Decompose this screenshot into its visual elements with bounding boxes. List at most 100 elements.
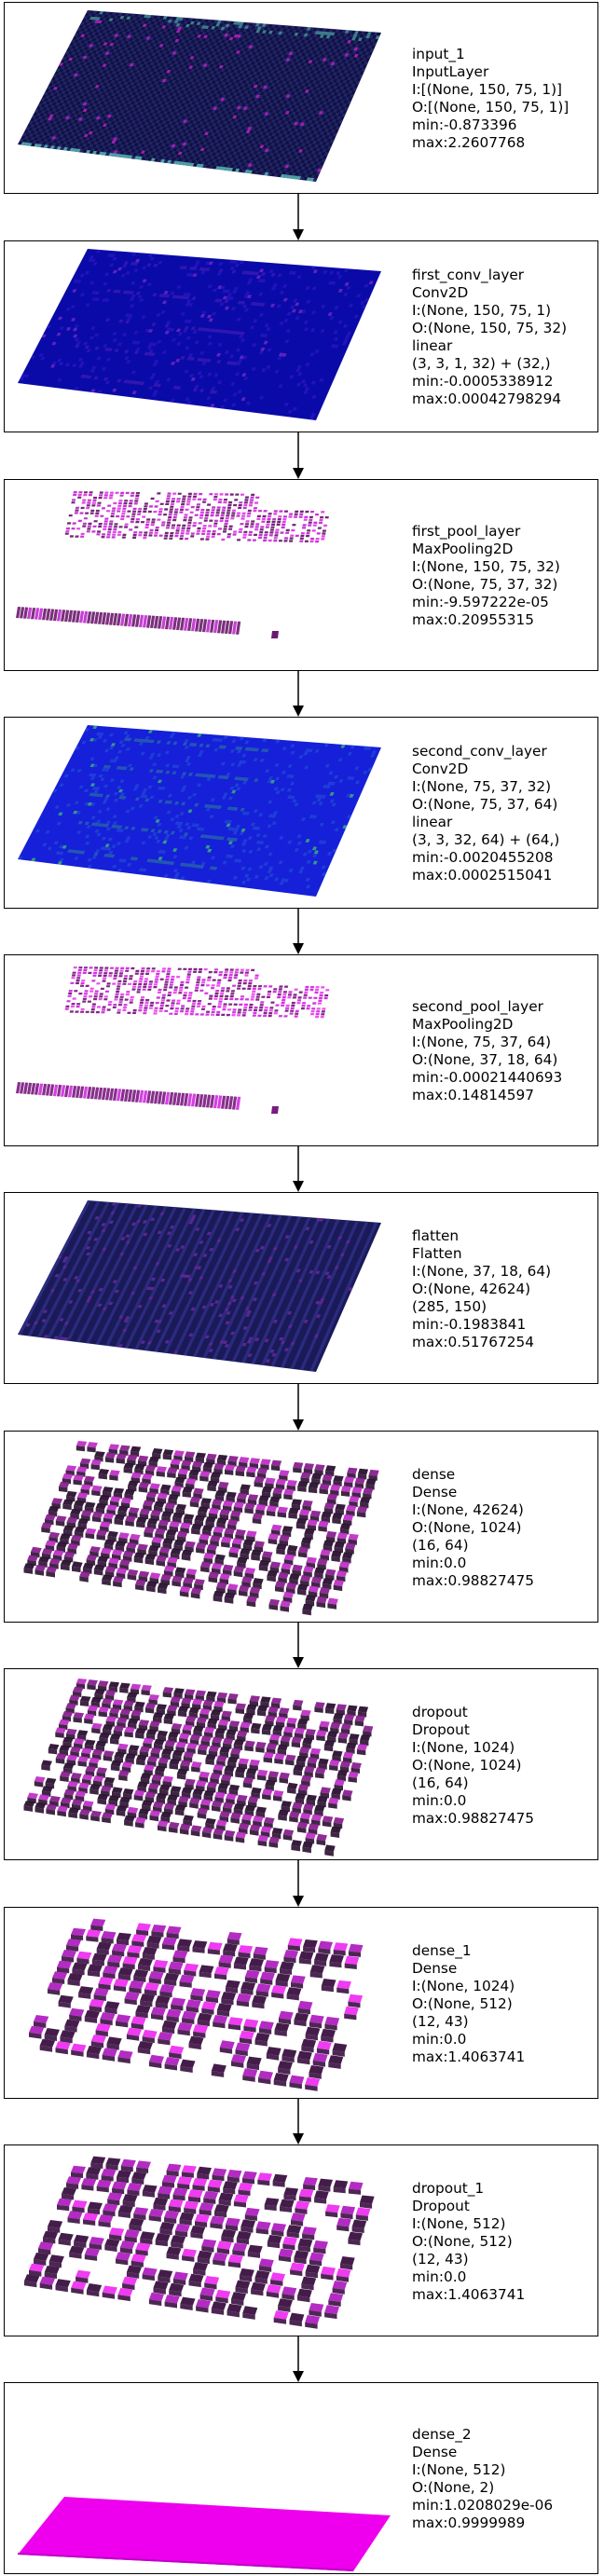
voxel: [76, 980, 80, 982]
voxel: [213, 1226, 218, 1229]
voxel: [199, 1240, 204, 1244]
voxel: [130, 998, 134, 1001]
voxel: [164, 508, 169, 511]
voxel: [319, 94, 324, 98]
voxel: [136, 1219, 141, 1224]
voxel: [350, 1274, 356, 1278]
voxel: [134, 45, 140, 48]
voxel: [88, 773, 94, 777]
voxel: [213, 522, 218, 525]
voxel: [240, 34, 245, 38]
voxel: [316, 137, 322, 142]
voxel: [133, 262, 139, 266]
voxel: [358, 1234, 364, 1239]
voxel: [204, 61, 210, 64]
voxel: [269, 56, 275, 61]
voxel: [126, 62, 131, 66]
voxel: [290, 795, 295, 800]
voxel: [124, 25, 130, 29]
voxel: [30, 124, 35, 128]
voxel: [219, 836, 225, 841]
voxel: [172, 516, 177, 519]
voxel: [52, 74, 58, 78]
voxel: [234, 828, 240, 831]
voxel: [103, 89, 108, 92]
voxel: [271, 821, 277, 826]
voxel: [130, 262, 135, 266]
voxel: [87, 105, 92, 110]
voxel: [198, 73, 203, 76]
voxel: [98, 1087, 103, 1100]
voxel: [88, 13, 93, 17]
voxel: [130, 48, 135, 51]
voxel: [202, 21, 208, 26]
voxel: [224, 306, 229, 310]
voxel: [199, 511, 204, 514]
voxel: [213, 288, 218, 293]
voxel: [106, 982, 111, 985]
voxel: [172, 385, 178, 390]
voxel: [116, 89, 121, 94]
voxel: [193, 62, 199, 66]
voxel: [109, 263, 115, 267]
voxel: [188, 374, 194, 377]
voxel: [174, 532, 180, 535]
voxel: [259, 1232, 265, 1237]
voxel: [300, 33, 306, 37]
voxel: [228, 36, 234, 41]
layer-detail: (3, 3, 1, 32) + (32,): [412, 355, 551, 372]
voxel: [318, 44, 323, 48]
voxel: [149, 528, 154, 531]
voxel: [281, 352, 287, 357]
voxel: [27, 130, 33, 134]
voxel: [126, 110, 131, 114]
voxel: [297, 52, 303, 57]
voxel: [113, 977, 117, 980]
voxel: [185, 822, 190, 827]
voxel: [121, 333, 128, 336]
voxel: [94, 966, 99, 969]
voxel: [94, 333, 100, 337]
voxel: [348, 66, 353, 71]
voxel: [220, 127, 225, 130]
voxel: [209, 93, 214, 97]
voxel: [133, 136, 139, 141]
voxel: [204, 25, 210, 29]
voxel: [158, 294, 164, 297]
voxel: [160, 1230, 166, 1235]
voxel: [344, 30, 350, 34]
voxel: [158, 101, 163, 104]
voxel: [132, 123, 138, 128]
voxel: [130, 120, 136, 124]
voxel: [169, 99, 174, 103]
voxel: [236, 1096, 241, 1110]
voxel: [254, 75, 259, 79]
voxel: [83, 517, 89, 520]
voxel: [187, 772, 194, 776]
voxel: [132, 29, 138, 33]
voxel: [207, 1257, 213, 1261]
voxel: [143, 35, 148, 40]
voxel: [196, 981, 200, 984]
voxel: [224, 997, 228, 1000]
voxel: [284, 1235, 290, 1239]
voxel: [262, 161, 267, 166]
voxel: [276, 523, 281, 527]
voxel: [204, 992, 209, 994]
voxel: [192, 970, 198, 973]
voxel: [147, 93, 153, 97]
voxel: [111, 1202, 117, 1206]
voxel: [184, 139, 188, 144]
voxel: [164, 980, 169, 983]
voxel: [123, 1225, 129, 1228]
voxel: [201, 267, 207, 271]
voxel: [93, 48, 99, 51]
voxel: [173, 160, 178, 165]
voxel: [319, 57, 324, 62]
voxel: [68, 992, 73, 995]
voxel: [277, 61, 282, 64]
voxel: [174, 295, 181, 299]
voxel: [93, 520, 98, 523]
voxel: [195, 773, 200, 777]
voxel: [227, 1214, 233, 1218]
